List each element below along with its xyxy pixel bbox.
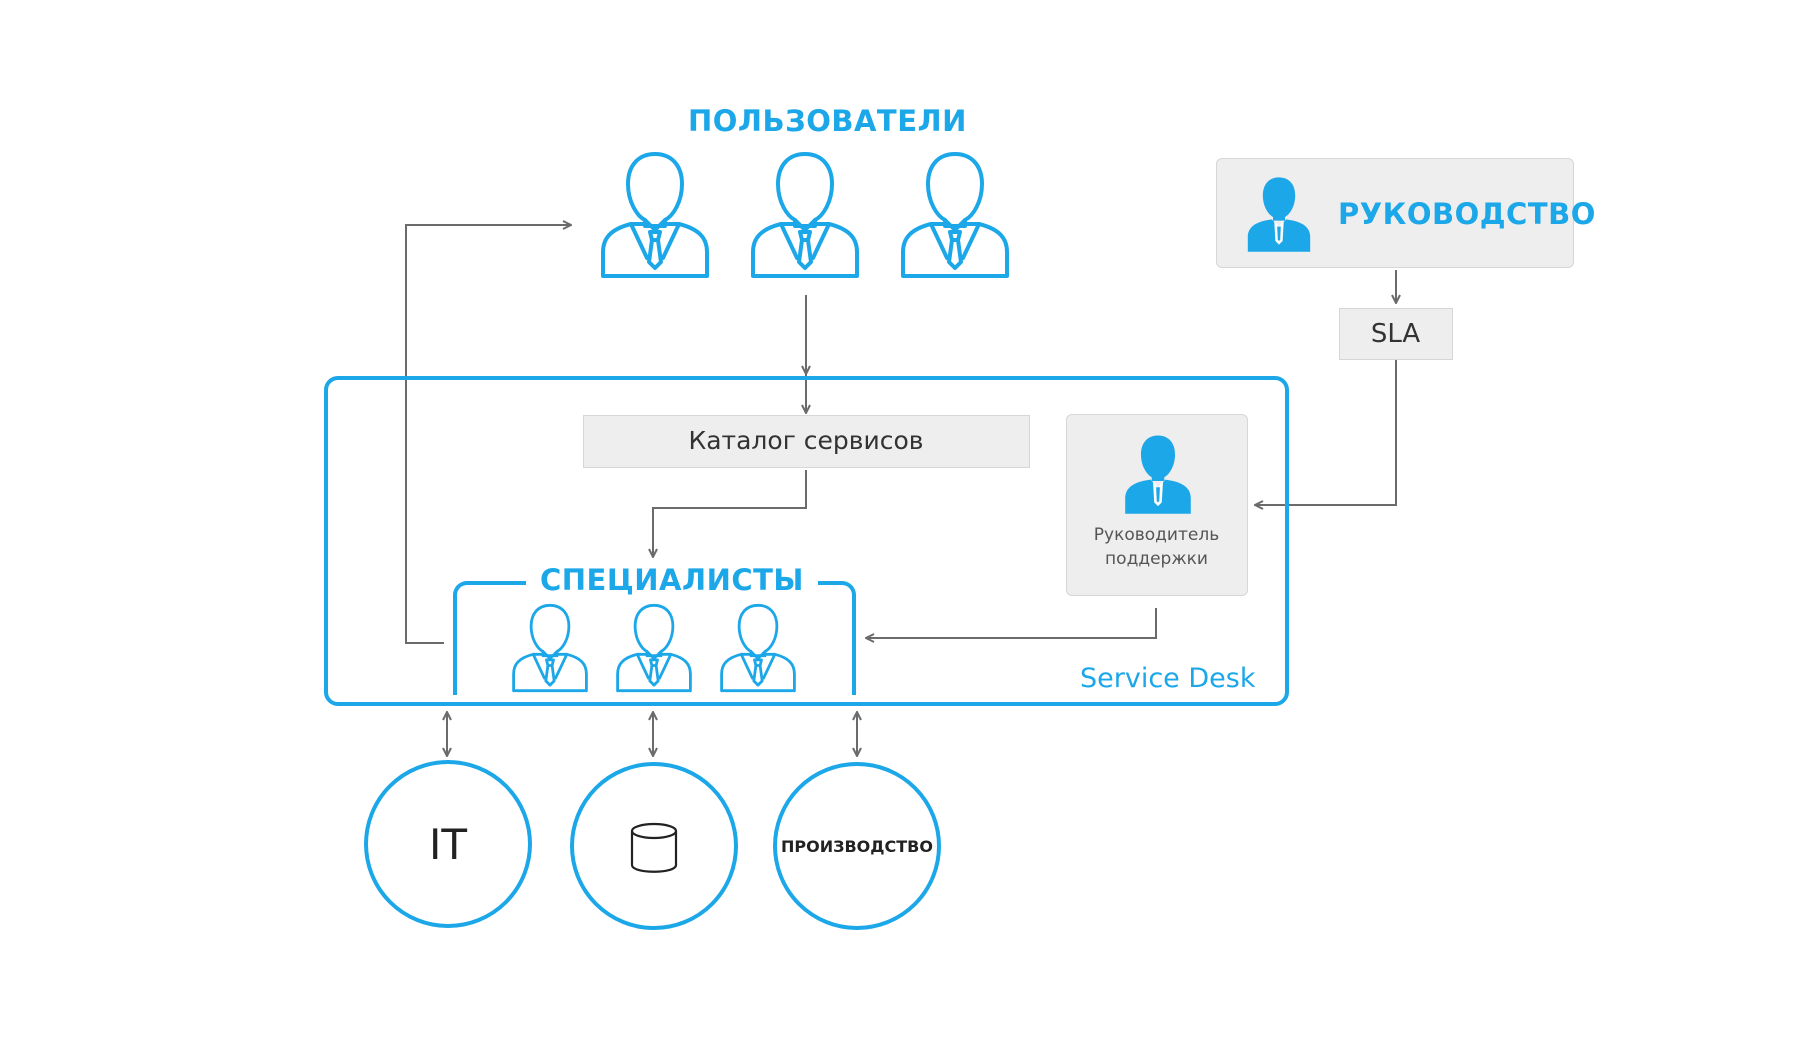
- sla-box: SLA: [1339, 308, 1453, 360]
- support-lead-box: Руководитель поддержки: [1066, 414, 1248, 596]
- support-lead-icon: [1125, 435, 1191, 514]
- it-resource-label: IT: [428, 819, 468, 869]
- arrow-catalog-to-specialists: [653, 470, 807, 557]
- users-title: ПОЛЬЗОВАТЕЛИ: [688, 104, 967, 138]
- management-box: РУКОВОДСТВО: [1216, 158, 1595, 268]
- specialists-title: СПЕЦИАЛИСТЫ: [526, 563, 818, 597]
- arrow-specialists-to-users: [405, 225, 571, 644]
- manager-icon: [1247, 177, 1311, 252]
- sla-label: SLA: [1370, 319, 1421, 349]
- support-lead-label-line1: Руководитель: [1093, 525, 1220, 545]
- arrow-support-lead-to-specialists: [866, 608, 1157, 638]
- database-resource-circle: [570, 762, 738, 930]
- connectors: [405, 225, 1397, 756]
- user-icon: [751, 152, 859, 278]
- user-icon: [601, 152, 709, 278]
- management-title: РУКОВОДСТВО: [1338, 197, 1596, 231]
- arrow-sla-to-support-lead: [1255, 360, 1397, 505]
- specialists-frame: [453, 581, 856, 695]
- service-desk-label: Service Desk: [1080, 663, 1256, 694]
- support-lead-label-line2: поддержки: [1105, 549, 1208, 569]
- service-desk-frame: [324, 376, 1289, 706]
- production-resource-circle: ПРОИЗВОДСТВО: [773, 762, 941, 930]
- service-catalog-box: Каталог сервисов: [583, 415, 1030, 468]
- user-icon: [901, 152, 1009, 278]
- service-catalog-label: Каталог сервисов: [688, 426, 924, 455]
- it-resource-circle: IT: [364, 760, 532, 928]
- production-resource-label: ПРОИЗВОДСТВО: [781, 836, 933, 856]
- users-group: [601, 152, 1009, 278]
